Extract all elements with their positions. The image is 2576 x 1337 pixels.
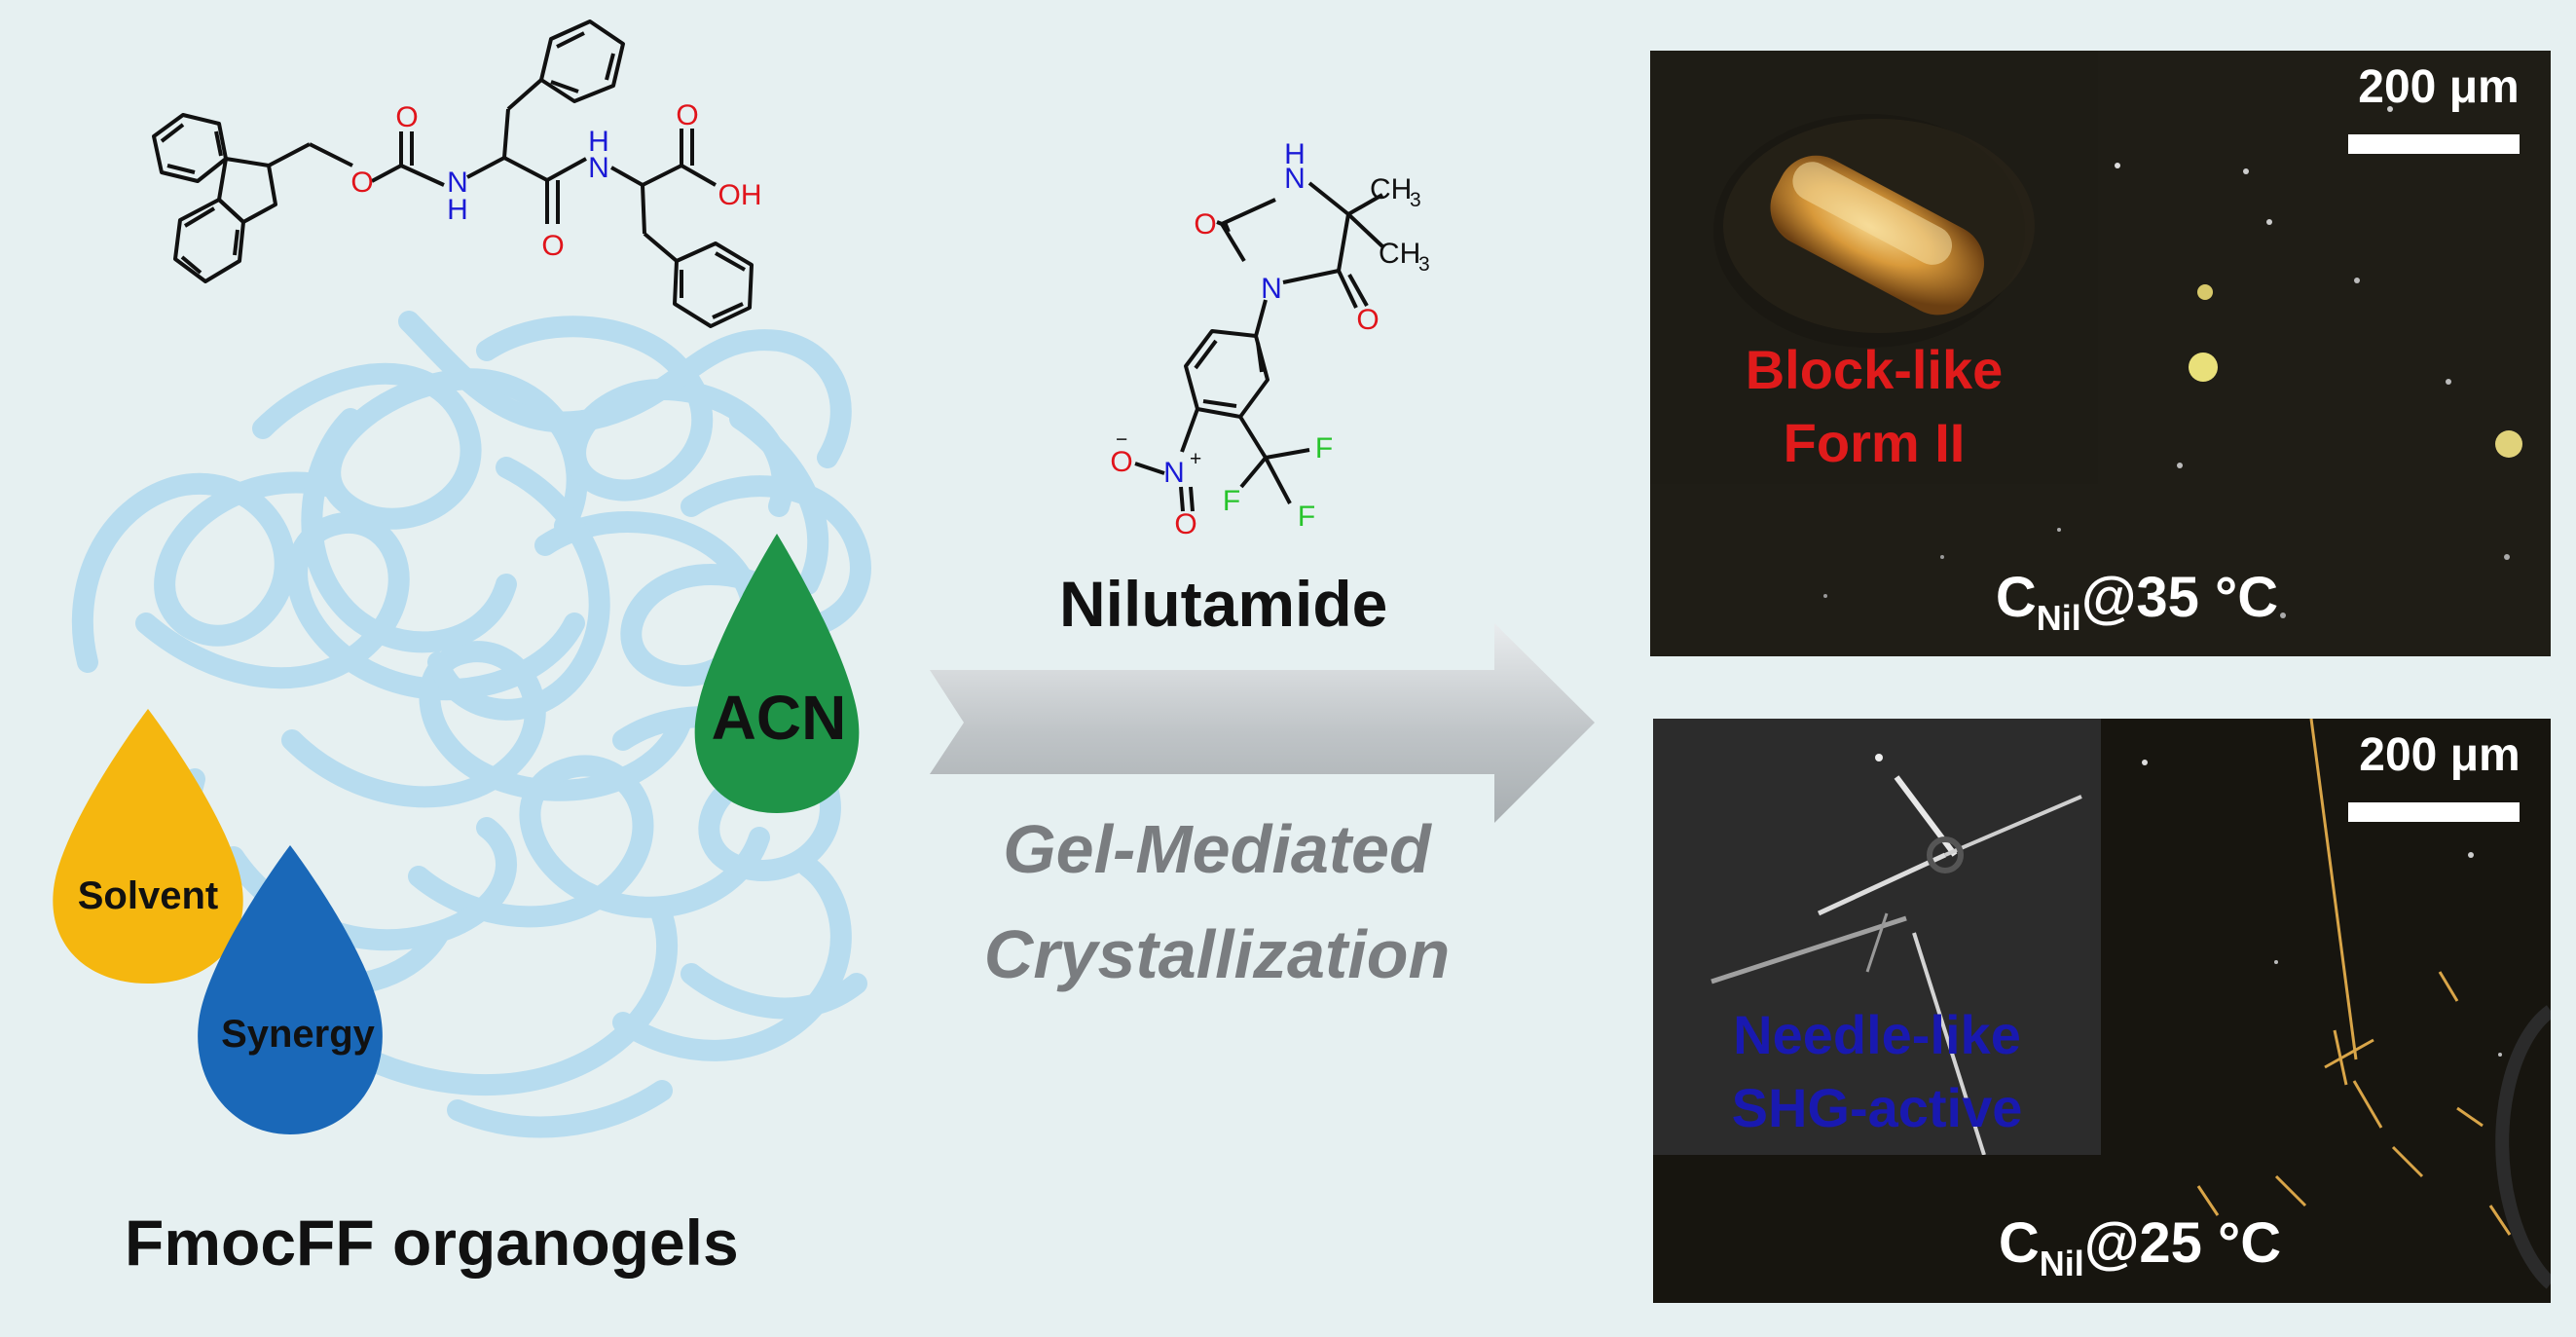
gel-fiber-network — [71, 311, 871, 1138]
micrograph-top-inset: Block-like Form II — [1650, 51, 2098, 484]
svg-text:+: + — [1190, 448, 1201, 470]
svg-text:F: F — [1315, 432, 1333, 464]
synergy-label: Synergy — [221, 1013, 375, 1056]
svg-text:O: O — [676, 99, 698, 131]
solvent-label: Solvent — [77, 874, 219, 917]
arrow-text-line2: Crystallization — [983, 916, 1451, 992]
top-condition-suffix: @35 °C — [2080, 566, 2279, 629]
bottom-inset-label-line2: SHG-active — [1731, 1077, 2023, 1138]
synergy-drop — [198, 845, 383, 1134]
svg-text:F: F — [1223, 485, 1240, 517]
svg-text:O: O — [1356, 304, 1379, 336]
svg-text:O: O — [541, 230, 564, 262]
bottom-inset-label-line1: Needle-like — [1733, 1004, 2021, 1065]
svg-text:3: 3 — [1418, 253, 1430, 276]
nilutamide-name: Nilutamide — [1059, 568, 1388, 640]
svg-text:O: O — [1194, 208, 1216, 241]
bottom-scale-label: 200 μm — [2359, 729, 2521, 781]
svg-text:N: N — [588, 152, 609, 184]
nilutamide-atom-labels: O N H CH 3 CH 3 N O N + O − O F F F — [1110, 138, 1429, 540]
bottom-condition-suffix: @25 °C — [2083, 1211, 2282, 1275]
svg-text:O: O — [1110, 446, 1132, 478]
top-condition-label: CNil@35 °C — [1952, 565, 2322, 639]
svg-text:OH: OH — [718, 179, 762, 211]
bottom-scale-bar — [2348, 802, 2520, 822]
fmocff-atom-labels: O O N H O N H O OH — [350, 99, 761, 262]
svg-text:N: N — [447, 167, 468, 199]
micrograph-bottom: Needle-like SHG-active 200 μm CNil@25 °C — [1653, 719, 2551, 1303]
svg-text:O: O — [395, 101, 418, 133]
nilutamide-structure — [1134, 181, 1384, 512]
top-condition-prefix: C — [1995, 566, 2037, 629]
svg-text:O: O — [350, 167, 373, 199]
acn-label: ACN — [711, 683, 847, 753]
micrograph-top: Block-like Form II 200 μm CNil@35 °C — [1650, 51, 2551, 656]
gel-caption: FmocFF organogels — [125, 1207, 739, 1279]
top-scale-label: 200 μm — [2358, 61, 2520, 113]
bottom-condition-label: CNil@25 °C — [1955, 1210, 2325, 1284]
svg-text:F: F — [1298, 501, 1315, 533]
micrograph-bottom-inset: Needle-like SHG-active — [1653, 719, 2101, 1155]
top-condition-sub: Nil — [2036, 598, 2081, 638]
svg-text:CH: CH — [1370, 173, 1412, 205]
acn-drop — [694, 534, 860, 813]
block-crystal-image — [1713, 114, 2035, 348]
top-inset-label-line1: Block-like — [1745, 339, 2004, 400]
fmocff-structure — [152, 19, 754, 328]
needle-crystal-image — [1653, 719, 2101, 1155]
top-scale-bar — [2348, 134, 2520, 154]
bottom-condition-sub: Nil — [2039, 1244, 2084, 1283]
svg-text:CH: CH — [1379, 238, 1420, 270]
arrow-text-line1: Gel-Mediated — [1003, 811, 1431, 887]
svg-text:N: N — [1163, 457, 1185, 489]
bottom-condition-prefix: C — [1998, 1211, 2040, 1275]
svg-text:N: N — [1284, 163, 1306, 195]
svg-text:H: H — [588, 126, 609, 158]
process-arrow — [930, 623, 1595, 823]
top-inset-label-line2: Form II — [1783, 412, 1966, 473]
svg-text:H: H — [447, 194, 468, 226]
svg-text:H: H — [1284, 138, 1306, 170]
svg-text:O: O — [1174, 508, 1196, 540]
svg-text:−: − — [1116, 428, 1127, 451]
svg-text:N: N — [1261, 273, 1282, 305]
svg-text:3: 3 — [1410, 189, 1421, 211]
solvent-drop — [53, 709, 243, 984]
